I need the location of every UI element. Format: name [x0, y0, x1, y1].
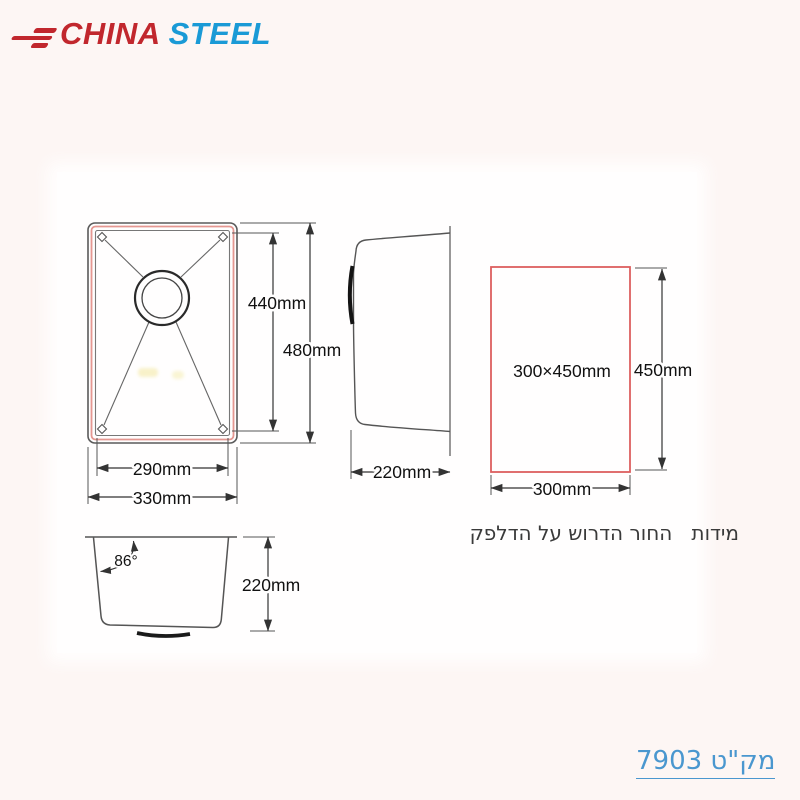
corner-drain-notches — [96, 231, 229, 435]
watermark-smudge — [138, 368, 184, 379]
bowl-slope-lines — [103, 239, 222, 426]
dimension-450: 450mm — [631, 267, 695, 471]
counter-cutout-drawing: 300×450mm 450mm 300mm — [490, 266, 695, 502]
cutout-size-label: 300×450mm — [513, 361, 611, 381]
sink-rim-accent-line — [90, 225, 235, 441]
dimension-480: 480mm — [240, 222, 344, 444]
drain-outer-circle — [133, 269, 191, 327]
dimension-300: 300mm — [490, 475, 631, 502]
front-view-drawing: 86° 220mm — [85, 536, 303, 638]
dim-label-outer-width: 330mm — [133, 488, 191, 508]
dimension-330: 330mm — [87, 447, 238, 511]
dim-label-inner-height: 440mm — [248, 293, 306, 313]
dim-label-cutout-height: 450mm — [634, 360, 692, 380]
top-view-drawing: 440mm 480mm 290mm 330mm — [87, 222, 344, 511]
dimension-440: 440mm — [232, 232, 309, 432]
sink-bowl-edge — [94, 229, 231, 437]
logo-text-steel: STEEL — [168, 16, 272, 51]
angle-annotation-86: 86° — [100, 540, 140, 575]
dimension-depth-220: 220mm — [350, 430, 451, 485]
dim-label-height: 220mm — [242, 575, 300, 595]
cutout-caption-hebrew: מידות החור הדרוש על הדלפק — [469, 521, 739, 545]
catalog-number-text[interactable]: מק"ט 7903 — [636, 746, 776, 779]
dim-label-depth: 220mm — [373, 462, 431, 482]
catalog-number-link[interactable]: מק"ט 7903 — [636, 746, 776, 779]
dimension-290: 290mm — [96, 438, 229, 482]
dim-label-cutout-width: 300mm — [533, 479, 591, 499]
front-view-basin-outline — [92, 537, 230, 629]
logo-text-china: CHINA — [60, 16, 161, 51]
drain-inner-circle — [141, 277, 183, 319]
brand-logo: CHINA STEEL — [10, 16, 272, 52]
sink-outer-rim — [87, 222, 238, 444]
angle-label: 86° — [114, 553, 137, 570]
dimension-height-220: 220mm — [239, 536, 303, 632]
side-view-outline — [352, 232, 451, 433]
mounting-clip — [347, 265, 355, 325]
dim-label-inner-width: 290mm — [133, 459, 191, 479]
side-view-drawing: 220mm — [347, 226, 451, 485]
basin-bottom-drain — [136, 631, 191, 638]
cutout-rectangle — [490, 266, 631, 473]
dim-label-outer-height: 480mm — [283, 340, 341, 360]
